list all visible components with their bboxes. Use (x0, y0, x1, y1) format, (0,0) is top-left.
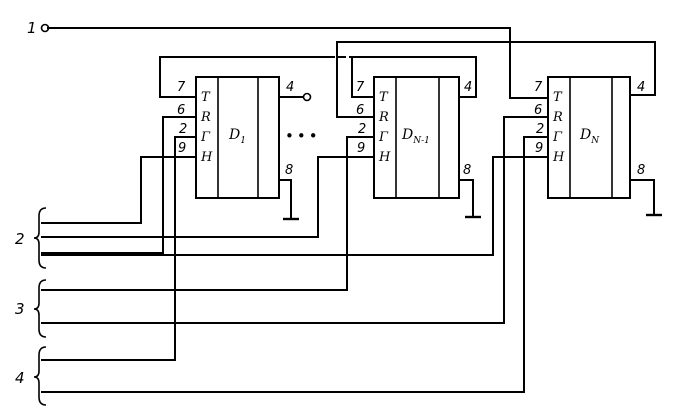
chip-dn-1-letter-g: Γ (378, 130, 389, 145)
chip-d1-pin-7: 7 (177, 80, 186, 95)
chip-dn-1: DN-1 T R Γ H 7 6 2 9 4 8 (41, 41, 656, 291)
bus-4-label: 4 (15, 369, 25, 387)
chip-dn-1-letter-t: T (379, 90, 389, 105)
chip-dn-1-letter-r: R (378, 110, 389, 125)
chip-dn-1-pin-9: 9 (357, 141, 365, 156)
chip-dn-1-pin-8: 8 (463, 163, 471, 178)
chip-dn-1-pin-7: 7 (356, 80, 365, 95)
bus-4: 4 (15, 346, 47, 406)
chip-d1-pin-8: 8 (285, 163, 293, 178)
chip-dn-1-letter-h: H (378, 150, 391, 165)
chip-dn-letter-t: T (553, 90, 563, 105)
chip-dn-pin-7: 7 (534, 80, 543, 95)
chip-dn-pin-4: 4 (637, 80, 645, 95)
bus-4-brace (33, 346, 47, 406)
chip-d1-letter-r: R (200, 110, 211, 125)
chip-dn-pin-2: 2 (536, 122, 544, 137)
chip-dn-1-ground-wire (458, 179, 474, 217)
chip-dn-1-name: DN-1 (401, 127, 430, 146)
chip-dn-1-h-wire (41, 156, 375, 238)
chip-d1-r-wire (41, 116, 197, 254)
chip-d1-letter-t: T (201, 90, 211, 105)
chain-ellipsis: ••• (285, 127, 321, 145)
chip-d1-pin-2: 2 (179, 122, 187, 137)
chip-dn-1-pin-6: 6 (356, 103, 364, 118)
input-1-wire (47, 27, 549, 99)
chip-dn: DN T R Γ H 7 6 2 9 4 8 (41, 76, 662, 393)
input-1: 1 (27, 19, 549, 99)
chip-dn-1-t-out-loop (351, 56, 477, 98)
chip-d1-name: D1 (228, 127, 246, 146)
chip-dn-1-pin-4: 4 (464, 80, 472, 95)
bus-3-brace (33, 279, 47, 338)
bus-2: 2 (15, 207, 47, 269)
chip-d1: D1 T R Γ H 7 6 2 9 4 8 (41, 56, 329, 361)
chip-dn-1-g-wire (41, 136, 375, 291)
chip-dn-letter-g: Γ (552, 130, 563, 145)
chip-dn-pin-6: 6 (534, 103, 542, 118)
chip-dn-name: DN (579, 127, 600, 146)
chip-dn-ground-wire (629, 179, 655, 215)
chip-dn-1-r-feedback-wire (336, 41, 656, 118)
chip-dn-g-wire (41, 136, 549, 393)
chip-dn-pin-8: 8 (637, 163, 645, 178)
chip-d1-letter-h: H (200, 150, 213, 165)
chip-d1-pin-6: 6 (177, 103, 185, 118)
bus-2-brace (33, 207, 47, 269)
chip-dn-r-wire (41, 116, 549, 324)
chip-d1-pin-9: 9 (178, 141, 186, 156)
input-1-label: 1 (27, 19, 37, 37)
chip-d1-output-terminal (302, 92, 312, 102)
chip-d1-letter-g: Γ (200, 130, 211, 145)
chip-dn-pin-9: 9 (535, 141, 543, 156)
bus-3-label: 3 (15, 300, 25, 318)
chip-dn-letter-r: R (552, 110, 563, 125)
chip-dn-1-pin-2: 2 (358, 122, 366, 137)
chip-d1-pin-4: 4 (286, 80, 294, 95)
chip-d1-h-wire (41, 156, 197, 224)
bus-3: 3 (15, 279, 47, 338)
bus-2-label: 2 (15, 230, 25, 248)
chip-d1-ground-wire (278, 179, 292, 219)
chip-dn-letter-h: H (552, 150, 565, 165)
chip-dn-h-wire (41, 156, 549, 256)
chip-d1-g-wire (41, 136, 197, 361)
chip-d1-t-feedback-wire (159, 56, 329, 98)
